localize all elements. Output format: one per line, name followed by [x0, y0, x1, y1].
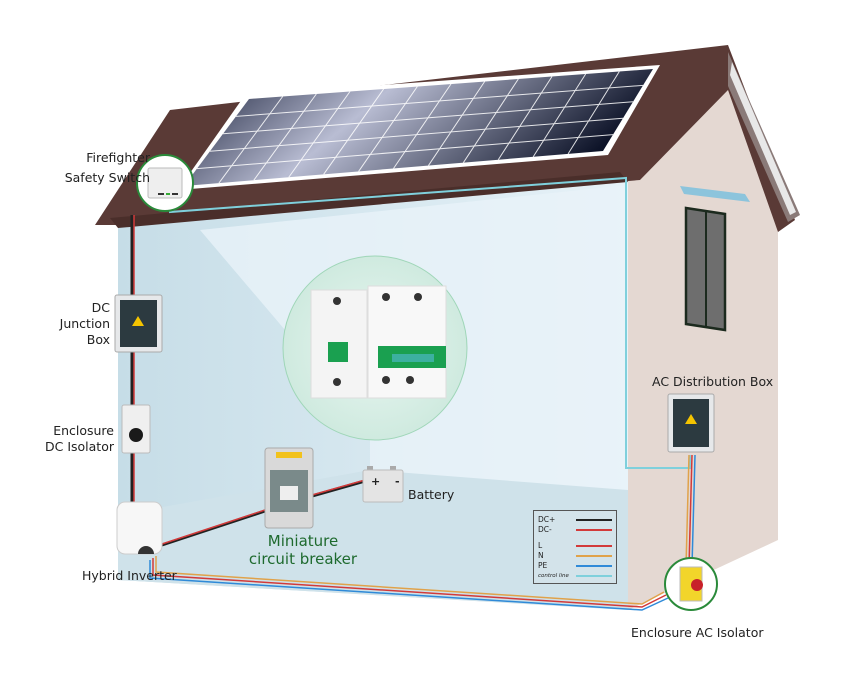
- dc-isolator-device: [121, 404, 151, 454]
- wire-legend: DC+ DC- L N PE control line: [533, 510, 617, 584]
- hybrid-inverter-label: Hybrid Inverter: [82, 568, 177, 583]
- battery-minus: -: [395, 475, 400, 488]
- mcb-enclosure-device: [264, 447, 314, 529]
- legend-item-dc-plus: DC+: [538, 515, 614, 525]
- ac-isolator-label: Enclosure AC Isolator: [631, 625, 764, 640]
- panel-col-line: [532, 73, 587, 158]
- legend-swatch: [576, 545, 612, 547]
- panel-col-line: [218, 96, 284, 184]
- mcb-highlight: [282, 255, 468, 441]
- battery-label: Battery: [408, 487, 455, 502]
- legend-swatch: [576, 529, 612, 531]
- battery-device: [362, 466, 404, 503]
- panel-col-line: [393, 83, 452, 169]
- hybrid-inverter-device: [116, 501, 163, 555]
- legend-item-n: N: [538, 551, 614, 561]
- legend-swatch: [576, 565, 612, 567]
- panel-col-line: [497, 76, 553, 161]
- panel-col-line: [462, 78, 519, 163]
- solar-panel: [178, 65, 660, 190]
- legend-swatch: [576, 519, 612, 521]
- panel-col-line: [323, 88, 385, 175]
- firefighter-switch-device: [136, 154, 194, 212]
- firefighter-switch-label: Firefighter Safety Switch: [64, 150, 150, 185]
- legend-swatch: [576, 555, 612, 557]
- ac-distribution-box-label: AC Distribution Box: [652, 374, 774, 389]
- panel-col-line: [288, 91, 351, 178]
- panel-col-line: [358, 86, 418, 172]
- panel-col-line: [567, 71, 620, 155]
- floor: [118, 470, 628, 610]
- panel-col-line: [428, 81, 486, 166]
- legend-item-pe: PE: [538, 561, 614, 571]
- mcb-label: Miniature circuit breaker: [248, 532, 358, 568]
- legend-swatch: [576, 575, 612, 577]
- legend-item-l: L: [538, 541, 614, 551]
- battery-plus: +: [371, 475, 381, 488]
- dc-junction-box-device: [114, 294, 163, 353]
- legend-item-control-line: control line: [538, 571, 614, 581]
- legend-item-dc-minus: DC-: [538, 525, 614, 535]
- ac-distribution-box-device: [667, 393, 715, 453]
- dc-isolator-label: Enclosure DC Isolator: [45, 423, 114, 454]
- ac-isolator-device: [664, 557, 718, 611]
- side-wall: [628, 72, 778, 610]
- dc-junction-box-label: DC Junction Box: [59, 300, 110, 347]
- panel-col-line: [253, 93, 317, 181]
